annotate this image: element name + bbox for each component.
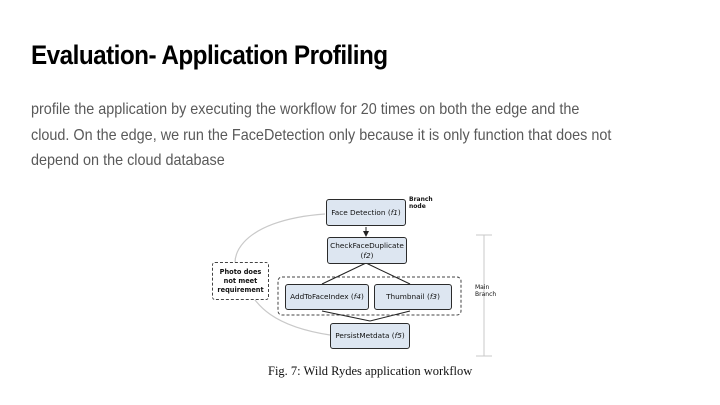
slide-title: Evaluation- Application Profiling bbox=[31, 40, 388, 70]
body-line-2: cloud. On the edge, we run the FaceDetec… bbox=[31, 126, 612, 144]
branch-node-label: Branch node bbox=[409, 196, 433, 210]
parallel-group-box bbox=[277, 276, 462, 316]
arrow-f2-f4 bbox=[321, 262, 367, 285]
node-persist-metadata: PersistMetdata (f5) bbox=[330, 323, 410, 349]
figure-caption: Fig. 7: Wild Rydes application workflow bbox=[268, 364, 473, 378]
arrow-f2-f3 bbox=[365, 262, 411, 285]
node-add-to-face-index: AddToFaceIndex (f4) bbox=[285, 284, 369, 310]
slide-body-text: profile the application by executing the… bbox=[31, 97, 691, 174]
arrow-f4-f5 bbox=[321, 310, 371, 322]
body-line-1: profile the application by executing the… bbox=[31, 101, 580, 118]
photo-requirement-note: Photo does not meet requirement bbox=[212, 262, 269, 300]
node-face-detection: Face Detection (f1) bbox=[326, 199, 406, 226]
workflow-figure: Face Detection (f1) Branch node CheckFac… bbox=[200, 190, 520, 385]
body-line-3: depend on the cloud database bbox=[31, 152, 225, 169]
arrow-f3-f5 bbox=[369, 310, 411, 322]
node-check-face-duplicate: CheckFaceDuplicate (f2) bbox=[327, 237, 407, 264]
main-branch-label: Main Branch bbox=[475, 284, 497, 298]
node-thumbnail: Thumbnail (f3) bbox=[374, 284, 452, 310]
